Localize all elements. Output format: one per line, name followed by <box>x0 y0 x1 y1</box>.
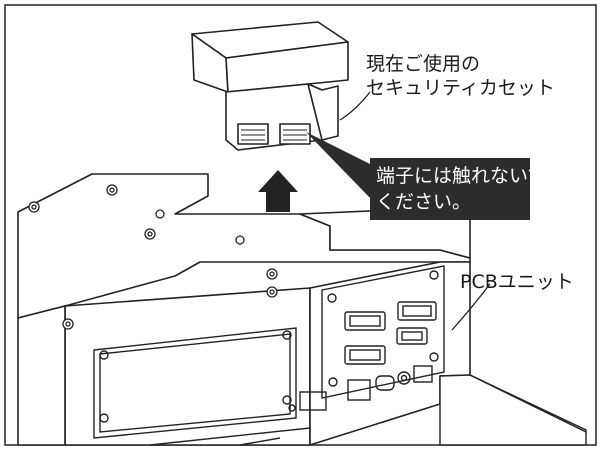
screws <box>28 184 278 330</box>
front-panel <box>93 327 297 439</box>
chassis <box>17 173 471 446</box>
bottom-details <box>149 365 433 446</box>
base-plate <box>439 374 587 446</box>
callout-pointer <box>306 132 372 200</box>
warning-callout <box>370 158 530 220</box>
pcb-unit-plate <box>321 265 445 399</box>
warning-text-line1: 端子には触れないで <box>376 165 547 187</box>
leader-lines <box>339 91 491 331</box>
warning-text: 端子には触れないで ください。 <box>376 163 546 215</box>
cassette-label-line2: セキュリティカセット <box>366 77 555 99</box>
security-cassette <box>191 21 349 151</box>
pcb-unit-label: PCBユニット <box>460 271 574 293</box>
cassette-label-line1: 現在ご使用の <box>366 53 481 75</box>
up-arrow-icon <box>258 170 298 212</box>
warning-text-line2: ください。 <box>376 191 472 213</box>
